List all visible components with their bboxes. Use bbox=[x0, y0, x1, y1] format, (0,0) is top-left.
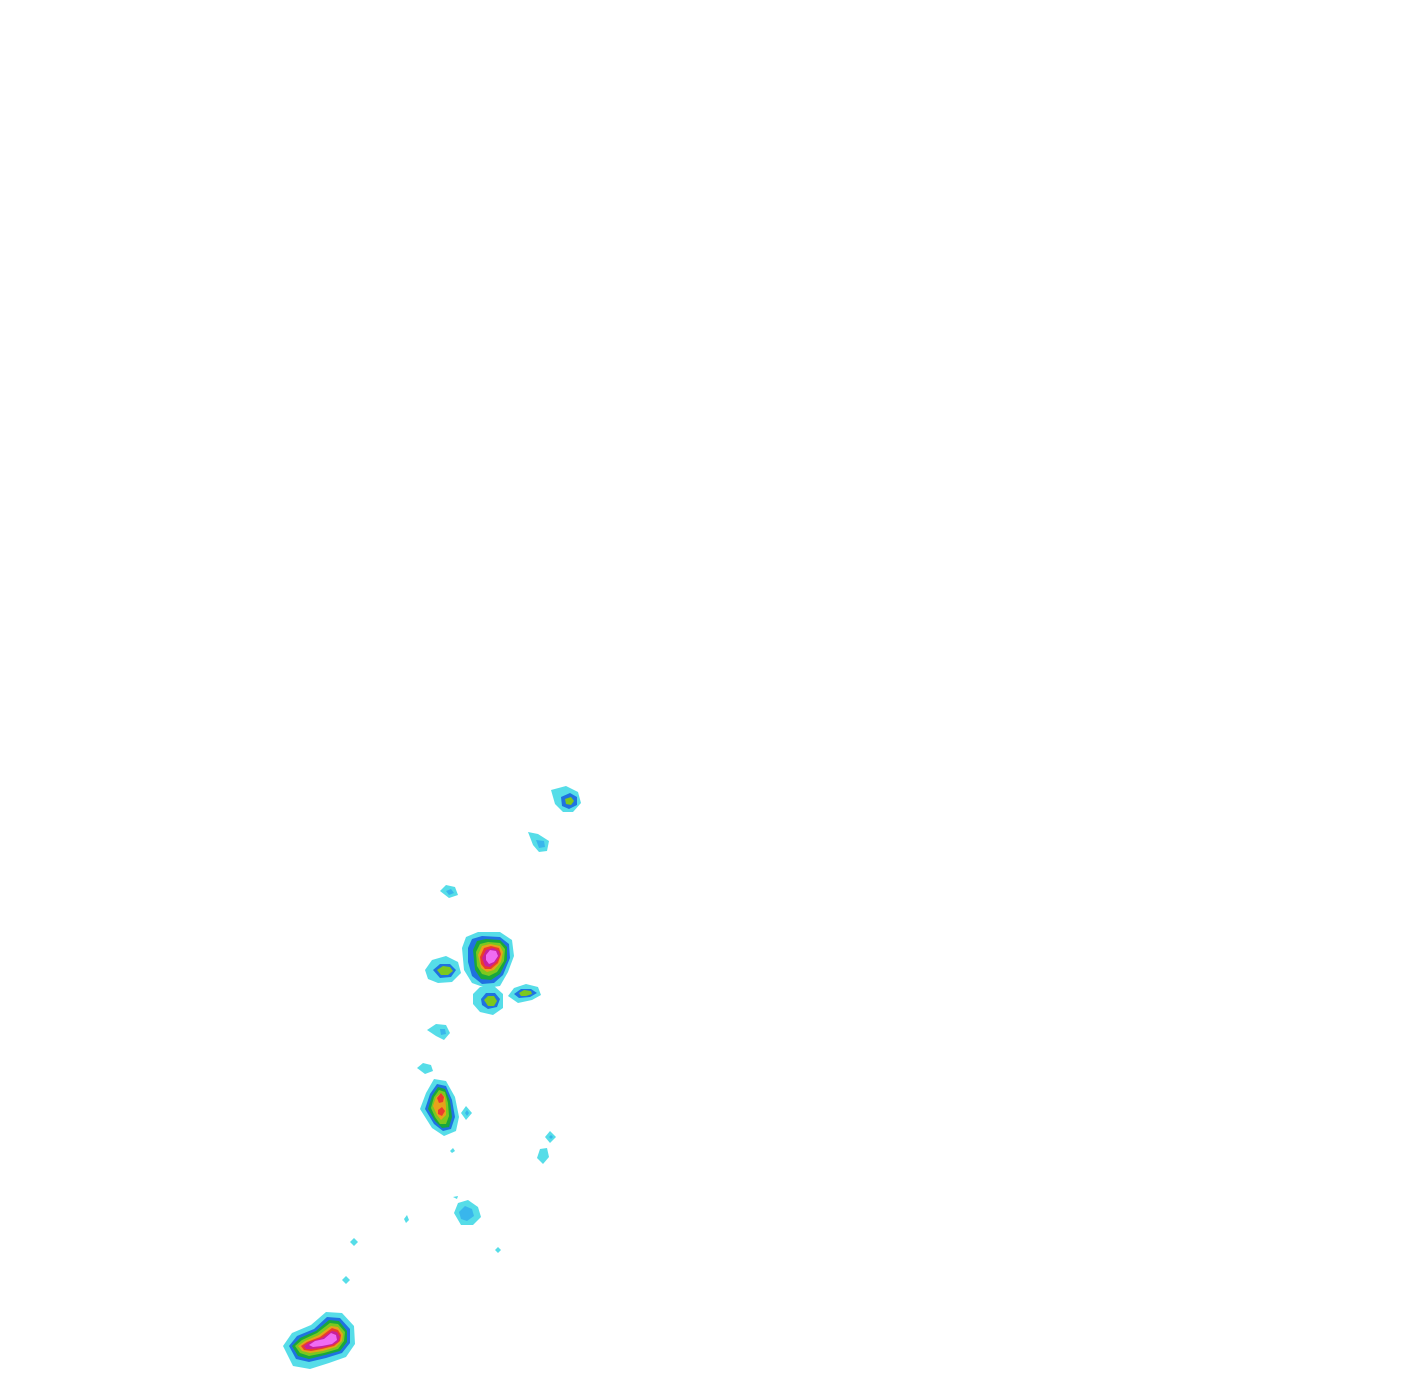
precip-cell-south bbox=[473, 986, 503, 1015]
precip-cell-small-4 bbox=[417, 1063, 433, 1074]
precip-band-level-1 bbox=[404, 1215, 409, 1223]
precip-cell-small-6 bbox=[545, 1131, 556, 1143]
precip-band-level-2 bbox=[465, 1110, 469, 1116]
precip-band-level-1 bbox=[450, 1148, 455, 1153]
precip-band-level-2 bbox=[446, 889, 454, 895]
precip-cell-west bbox=[425, 956, 461, 983]
precip-cell-small-12 bbox=[350, 1238, 358, 1246]
precip-cell-small-10 bbox=[453, 1196, 458, 1199]
precip-band-level-1 bbox=[427, 1024, 450, 1040]
precip-band-level-1 bbox=[350, 1238, 358, 1246]
precip-band-level-1 bbox=[453, 1196, 458, 1199]
precip-band-level-2 bbox=[459, 1206, 474, 1221]
precip-cell-strong-central bbox=[420, 1079, 459, 1136]
precip-band-level-9 bbox=[486, 950, 498, 964]
precip-cell-small-9 bbox=[454, 1200, 481, 1225]
precip-cell-small-3 bbox=[427, 1024, 450, 1040]
precip-band-level-2 bbox=[536, 840, 545, 848]
precip-band-level-1 bbox=[342, 1276, 350, 1284]
precip-cell-small-11 bbox=[404, 1215, 409, 1223]
precip-band-level-5 bbox=[484, 996, 497, 1006]
precip-cell-small-13 bbox=[495, 1247, 501, 1253]
precip-cell-small-8 bbox=[450, 1148, 455, 1153]
precip-band-level-7 bbox=[437, 1093, 444, 1103]
precip-cell-small-7 bbox=[537, 1148, 549, 1164]
precip-band-level-5 bbox=[437, 966, 453, 975]
precip-cell-strong-north bbox=[462, 932, 514, 988]
precip-band-level-1 bbox=[537, 1148, 549, 1164]
precip-band-level-9 bbox=[309, 1333, 337, 1347]
precip-band-level-1 bbox=[417, 1063, 433, 1074]
precip-cell-strong-southwest bbox=[283, 1312, 355, 1369]
precip-cell-small-1 bbox=[528, 832, 549, 852]
precip-cell-small-5 bbox=[461, 1106, 472, 1120]
precip-cell-small-14 bbox=[342, 1276, 350, 1284]
precip-band-level-1 bbox=[495, 1247, 501, 1253]
precip-band-level-5 bbox=[519, 990, 532, 996]
precip-cell-small-2 bbox=[440, 885, 458, 898]
precip-band-level-2 bbox=[440, 1029, 446, 1035]
precip-band-level-2 bbox=[549, 1135, 553, 1139]
precip-cell-east bbox=[508, 984, 541, 1003]
precip-band-level-5 bbox=[565, 797, 574, 805]
precip-cell-upper bbox=[551, 786, 581, 812]
precip-band-level-7 bbox=[438, 1107, 445, 1116]
